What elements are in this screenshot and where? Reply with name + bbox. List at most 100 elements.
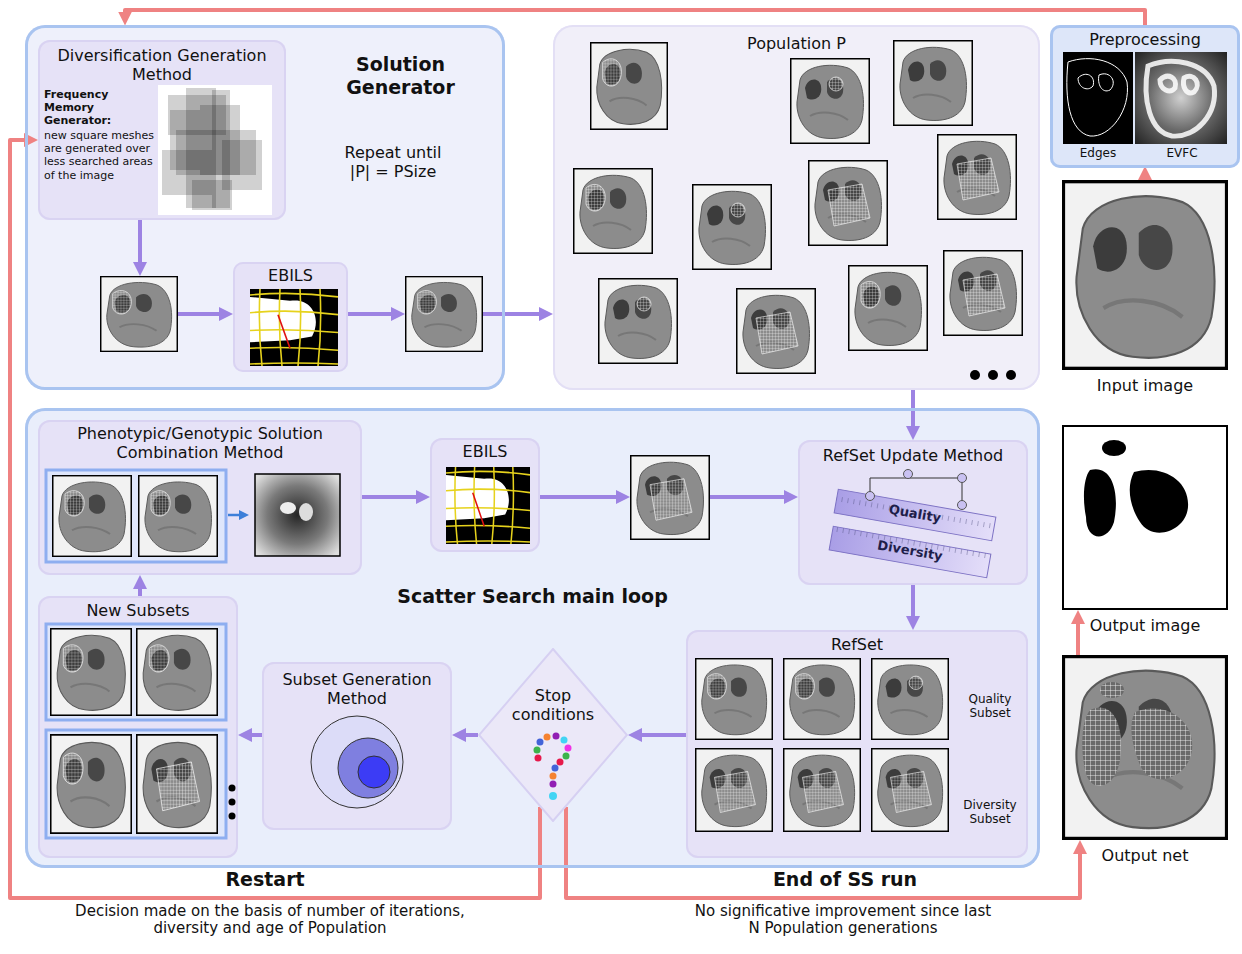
ruler [829, 470, 996, 578]
input-image [1062, 180, 1228, 370]
refset-box: RefSetQuality SubsetDiversity Subset [686, 630, 1028, 858]
mesh-thumbnail [783, 658, 861, 740]
connector-line [362, 495, 422, 499]
note-text: Decision made on the basis of number of … [75, 903, 465, 938]
preprocessing-images [1067, 59, 1128, 136]
solution-pair [46, 730, 226, 838]
diamond-outline [478, 648, 628, 822]
text-slot: Subset Generation Method [267, 670, 447, 708]
box-fill [25, 408, 1040, 868]
input-image [1062, 180, 1228, 370]
ellipsis-dots [229, 813, 236, 820]
node-title: New Subsets [38, 601, 238, 620]
ruler [829, 526, 991, 577]
text-slot: Scatter Search main loop [355, 585, 710, 608]
diamond-outline [479, 649, 627, 821]
diversification-image [162, 88, 262, 210]
question-mark [535, 755, 542, 762]
preprocessing-images [1146, 61, 1214, 136]
ebils-box: EBILS [233, 262, 348, 372]
text-slot: EVFC [1136, 146, 1228, 160]
box-fill [38, 596, 238, 858]
text-slot: No significative improvement since last … [688, 903, 998, 938]
text-slot: Decision made on the basis of number of … [75, 903, 465, 938]
preprocessing-images [1063, 52, 1133, 144]
mesh-thumbnail [405, 276, 483, 352]
connector-line [483, 312, 545, 316]
node-title: Scatter Search main loop [355, 585, 710, 608]
preprocessing-images [1135, 52, 1227, 144]
mesh-thumbnail [790, 58, 870, 144]
box-fill [430, 438, 540, 552]
question-mark [552, 765, 559, 772]
text-slot: Quality [875, 506, 955, 522]
output-net [1131, 708, 1192, 779]
node-title: Solution Generator [318, 53, 483, 99]
combination-map [255, 474, 340, 556]
node-text: Quality Subset [954, 692, 1026, 721]
output-image [1062, 425, 1228, 610]
box-fill [686, 630, 1028, 858]
box-fill [25, 25, 505, 390]
output-net [1062, 655, 1228, 840]
node-title: Preprocessing [1055, 30, 1235, 49]
text-slot: Edges [1060, 146, 1136, 160]
text-slot: New Subsets [38, 601, 238, 620]
solution-pair [46, 470, 226, 562]
node-title: EBILS [430, 442, 540, 461]
ellipsis-dots [229, 370, 1017, 820]
ebils-box: EBILS [430, 438, 540, 552]
box-fill [233, 262, 348, 372]
text-slot: End of SS run [720, 868, 970, 891]
combination-map [228, 514, 244, 517]
box-fill [553, 25, 1040, 390]
preprocessing-images [1160, 76, 1176, 91]
text-slot: Restart [165, 868, 365, 891]
node-text: Diversity Subset [954, 798, 1026, 827]
text-slot: Quality Subset [954, 692, 1026, 721]
subset-circles [311, 716, 403, 808]
ruler [958, 474, 967, 483]
node-text: Diversity [869, 536, 950, 565]
connector-line [1143, 174, 1147, 180]
connector [348, 314, 545, 315]
connector [1145, 174, 1146, 180]
box-fill [38, 420, 362, 575]
preprocessing-images [1067, 59, 1128, 136]
connector-line [348, 312, 397, 316]
box-fill [38, 40, 286, 220]
mesh-thumbnail [630, 455, 710, 540]
text-slot: Phenotypic/Genotypic Solution Combinatio… [44, 424, 356, 462]
output-net [1131, 708, 1192, 779]
ruler [870, 478, 962, 505]
method-box: RefSet Update MethodQualityDiversity [798, 440, 1028, 585]
subset-circles [338, 738, 398, 798]
output-net [1062, 655, 1228, 840]
combination-map [280, 502, 296, 514]
ellipsis-dots [1006, 370, 1016, 380]
mesh-thumbnail [871, 748, 949, 832]
mesh-thumbnail [100, 276, 178, 352]
connector [636, 735, 686, 736]
connector-line [125, 10, 1145, 25]
connector-line [911, 390, 915, 432]
text-slot: Stop conditions [503, 686, 603, 724]
connector [10, 140, 540, 898]
edge-label: Restart [165, 868, 365, 891]
ruler [866, 470, 967, 510]
text-slot: EBILS [430, 442, 540, 461]
question-mark [565, 745, 572, 752]
solution-pair [136, 734, 218, 834]
ruler [904, 470, 913, 479]
connector [540, 497, 790, 498]
mesh-thumbnail [937, 134, 1017, 220]
connector-line [911, 585, 915, 622]
text-slot: Population P [653, 34, 940, 53]
connector [362, 497, 422, 498]
output-net [1082, 707, 1121, 786]
solution-pair [50, 734, 132, 834]
question-mark [563, 753, 570, 760]
note-text: No significative improvement since last … [688, 903, 998, 938]
